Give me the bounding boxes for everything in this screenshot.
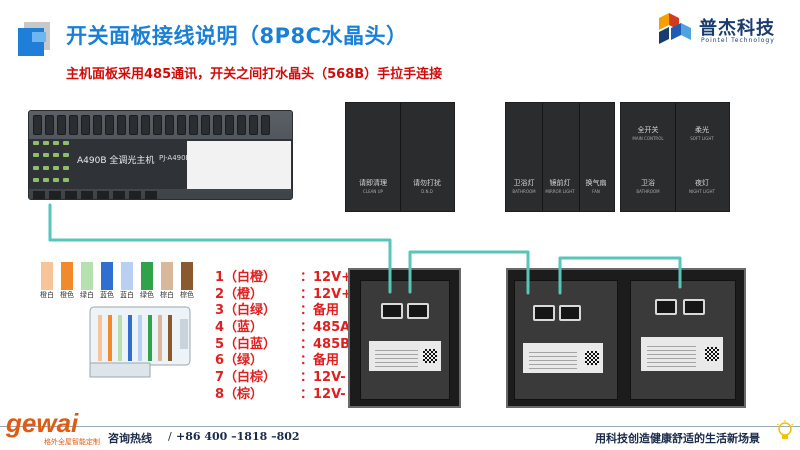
rj45-port — [533, 305, 555, 321]
module-sticker — [641, 337, 723, 371]
rj45-plug-diagram — [89, 306, 191, 378]
hotline-label: 咨询热线 — [108, 432, 152, 445]
pin-row: 8（棕）：12V- — [215, 386, 346, 402]
wire-swatch — [181, 262, 193, 290]
switch-button-label: 卫浴灯 — [513, 179, 535, 187]
switch-button-label: 柔光 — [695, 126, 709, 134]
switch-button-sub: FAN — [592, 189, 600, 194]
unit-bottom-ports — [33, 191, 289, 199]
logo-name: 普杰科技 — [699, 18, 775, 39]
header-square-icon — [18, 22, 50, 56]
hotline-number: +86 400 –1818 –802 — [176, 430, 300, 443]
lightbulb-icon — [776, 420, 794, 439]
switch-panel-4key: 全开关 MAIN CONTROL 柔光 SOFT LIGHT 卫浴 BATHRO… — [620, 102, 730, 212]
switch-module — [514, 280, 618, 400]
wire-swatch — [121, 262, 133, 290]
switch-button-label: 镜前灯 — [549, 179, 571, 187]
switch-panel-2gang: 请即清理 CLEAN UP 请勿打扰 D.N.D — [345, 102, 455, 212]
rj45-port — [559, 305, 581, 321]
unit-leds — [33, 141, 73, 187]
wire-label: 蓝色 — [100, 291, 114, 299]
wire-label: 棕色 — [180, 291, 194, 299]
logo-english: Pointel Technology — [701, 37, 775, 44]
wire-label: 绿色 — [140, 291, 154, 299]
switch-button-sub: D.N.D — [421, 189, 433, 194]
main-controller-unit: A490B 全调光主机 PJ-A490B — [28, 110, 293, 200]
rj45-port — [407, 303, 429, 319]
wire-swatch — [161, 262, 173, 290]
switch-module — [630, 280, 736, 400]
wire-label: 蓝白 — [120, 291, 134, 299]
company-logo: 普杰科技 Pointel Technology — [655, 8, 795, 48]
switch-panel-3gang: 卫浴灯 BATHROOM 镜前灯 MIRROR LIGHT 换气扇 FAN — [505, 102, 615, 212]
switch-back-photo-double — [506, 268, 746, 408]
wire-color-legend: 橙白 橙色 绿白 蓝色 蓝白 绿色 棕白 棕色 — [38, 262, 198, 300]
switch-button-label: 全开关 — [637, 126, 659, 134]
pin-row: 4（蓝）：485A — [215, 320, 351, 336]
wire-label: 橙白 — [40, 291, 54, 299]
pin-row: 7（白棕）：12V- — [215, 370, 346, 386]
wire-swatch — [141, 262, 153, 290]
rj45-port — [655, 299, 677, 315]
pin-row: 5（白蓝）：485B — [215, 336, 351, 352]
wire-label: 绿白 — [80, 291, 94, 299]
unit-model: PJ-A490B — [159, 154, 191, 162]
switch-button-label: 请勿打扰 — [413, 179, 441, 187]
switch-button-sub: BATHROOM — [512, 189, 536, 194]
rj45-port — [683, 299, 705, 315]
unit-spec-label — [187, 141, 291, 189]
rj45-port — [381, 303, 403, 319]
footer-divider — [0, 426, 800, 427]
logo-cubes-icon — [659, 13, 691, 44]
wire-label: 棕白 — [160, 291, 174, 299]
switch-button-sub: NIGHT LIGHT — [689, 189, 715, 194]
hotline-separator: / — [168, 430, 172, 443]
wire-swatch — [81, 262, 93, 290]
wire-swatch — [41, 262, 53, 290]
switch-button-label: 请即清理 — [359, 179, 387, 187]
switch-back-photo — [348, 268, 461, 408]
pin-row: 6（绿）：备用 — [215, 353, 340, 369]
footer-slogan: 用科技创造健康舒适的生活新场景 — [595, 432, 760, 445]
page-title: 开关面板接线说明（8P8C水晶头） — [66, 24, 408, 48]
switch-button-sub: BATHROOM — [636, 189, 660, 194]
wire-label: 橙色 — [60, 291, 74, 299]
pin-row: 3（白绿）：备用 — [215, 303, 340, 319]
unit-terminals — [33, 115, 289, 137]
module-sticker — [523, 343, 603, 373]
brand-tagline: 格外全屋智能定制 — [44, 438, 100, 446]
wire-swatch — [61, 262, 73, 290]
module-sticker — [369, 341, 441, 371]
switch-button-sub: SOFT LIGHT — [690, 136, 714, 141]
switch-button-sub: MIRROR LIGHT — [545, 189, 575, 194]
switch-button-sub: CLEAN UP — [363, 189, 383, 194]
unit-label: A490B 全调光主机 — [77, 156, 155, 166]
switch-button-label: 夜灯 — [695, 179, 709, 187]
switch-button-sub: MAIN CONTROL — [632, 136, 664, 141]
switch-module — [360, 280, 450, 400]
switch-button-label: 卫浴 — [641, 179, 655, 187]
wire-swatch — [101, 262, 113, 290]
brand-logo: gewai — [6, 408, 79, 438]
switch-button-label: 换气扇 — [585, 179, 607, 187]
page-subtitle: 主机面板采用485通讯，开关之间打水晶头（568B）手拉手连接 — [66, 67, 443, 82]
